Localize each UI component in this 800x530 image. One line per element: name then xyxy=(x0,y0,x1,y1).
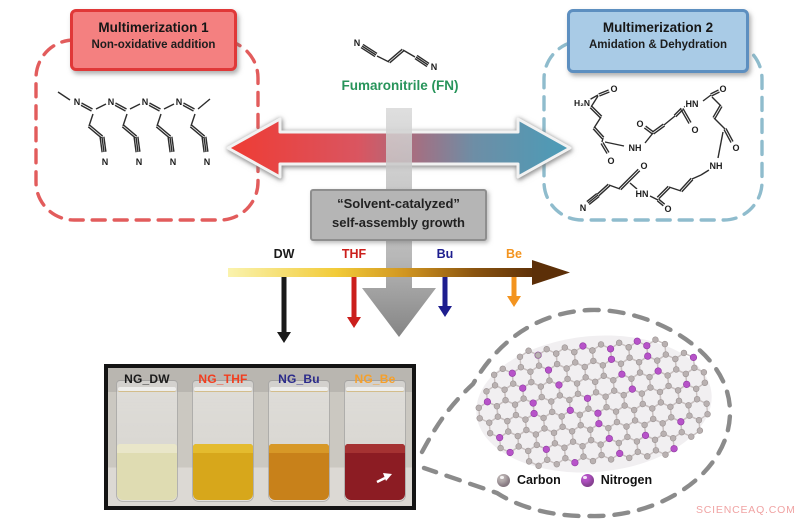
watermark: SCIENCEAQ.COM xyxy=(696,504,796,516)
solvent-gradient-bar xyxy=(228,260,570,285)
svg-text:O: O xyxy=(640,161,647,171)
svg-text:H₂N: H₂N xyxy=(574,98,590,108)
vial-liquid-surface xyxy=(269,444,329,453)
svg-text:NH: NH xyxy=(629,143,642,153)
vial-rim xyxy=(346,387,404,392)
vial-liquid-surface xyxy=(345,444,405,453)
vial-rim xyxy=(118,387,176,392)
vial-liquid xyxy=(193,444,253,500)
svg-text:N: N xyxy=(176,97,183,107)
svg-text:N: N xyxy=(142,97,149,107)
svg-text:N: N xyxy=(108,97,115,107)
vial-liquid xyxy=(269,444,329,500)
svg-text:N: N xyxy=(580,203,587,213)
carbon-atom-icon xyxy=(497,473,510,487)
svg-text:O: O xyxy=(607,156,614,166)
svg-text:O: O xyxy=(719,84,726,94)
vial-ng-bu xyxy=(268,380,330,502)
multimer2-structure: H₂N O O NH O HN O O O NH N O HN O xyxy=(573,83,741,215)
multimerization1-box: Multimerization 1 Non-oxidative addition xyxy=(70,9,237,71)
vial-liquid-surface xyxy=(193,444,253,453)
svg-text:N: N xyxy=(74,97,81,107)
white-pointer-icon xyxy=(376,473,392,484)
multimer1-structure: N N N N N N N N xyxy=(57,91,211,168)
solvent-label-dw: DW xyxy=(273,247,295,261)
thf-down-arrow-icon xyxy=(347,277,361,328)
multimerization1-subtitle: Non-oxidative addition xyxy=(91,39,216,52)
vial-rim xyxy=(270,387,328,392)
svg-text:O: O xyxy=(732,143,739,153)
multimerization2-title: Multimerization 2 xyxy=(602,20,714,35)
multimerization2-subtitle: Amidation & Dehydration xyxy=(588,39,727,52)
vial-liquid-surface xyxy=(117,444,177,453)
fumaronitrile-structure: NN xyxy=(353,37,439,73)
svg-text:O: O xyxy=(610,84,617,94)
process-line1: “Solvent-catalyzed” xyxy=(337,196,460,211)
nitrogen-atom-icon xyxy=(580,473,594,487)
carbon-legend-label: Carbon xyxy=(517,473,561,487)
be-down-arrow-icon xyxy=(507,277,521,307)
svg-text:O: O xyxy=(691,125,698,135)
lattice-legend: Carbon Nitrogen xyxy=(497,473,652,487)
vial-rim xyxy=(194,387,252,392)
svg-text:N: N xyxy=(136,157,143,167)
bu-down-arrow-icon xyxy=(438,277,452,317)
process-box: “Solvent-catalyzed” self-assembly growth xyxy=(310,189,487,241)
solvent-label-bu: Bu xyxy=(436,247,454,261)
vial-ng-dw xyxy=(116,380,178,502)
svg-text:N: N xyxy=(431,62,438,72)
fumaronitrile-label: Fumaronitrile (FN) xyxy=(341,78,459,93)
svg-text:NH: NH xyxy=(710,161,723,171)
svg-text:O: O xyxy=(664,204,671,214)
svg-text:N: N xyxy=(170,157,177,167)
multimerization2-box: Multimerization 2 Amidation & Dehydratio… xyxy=(567,9,749,73)
svg-text:N: N xyxy=(354,38,361,48)
n-doped-lattice xyxy=(475,335,712,473)
dw-down-arrow-icon xyxy=(277,277,291,343)
svg-text:N: N xyxy=(102,157,109,167)
svg-text:HN: HN xyxy=(636,189,649,199)
vial-ng-be xyxy=(344,380,406,502)
vials-photo: NG_DW NG_THF NG_Bu NG_Be xyxy=(104,364,416,510)
solvent-label-be: Be xyxy=(506,247,522,261)
svg-text:O: O xyxy=(636,119,643,129)
vial-ng-thf xyxy=(192,380,254,502)
svg-text:N: N xyxy=(204,157,211,167)
solvent-label-thf: THF xyxy=(341,247,367,261)
lattice-callout-bubble xyxy=(419,307,733,519)
process-line2: self-assembly growth xyxy=(332,214,465,230)
vial-label-ng-thf: NG_THF xyxy=(198,372,248,386)
vial-liquid xyxy=(345,444,405,500)
vial-label-ng-bu: NG_Bu xyxy=(278,372,320,386)
multimerization1-title: Multimerization 1 xyxy=(98,20,209,35)
vial-label-ng-dw: NG_DW xyxy=(124,372,170,386)
vial-liquid xyxy=(117,444,177,500)
vial-label-ng-be: NG_Be xyxy=(354,372,396,386)
svg-text:HN: HN xyxy=(686,99,699,109)
nitrogen-legend-label: Nitrogen xyxy=(600,473,653,487)
